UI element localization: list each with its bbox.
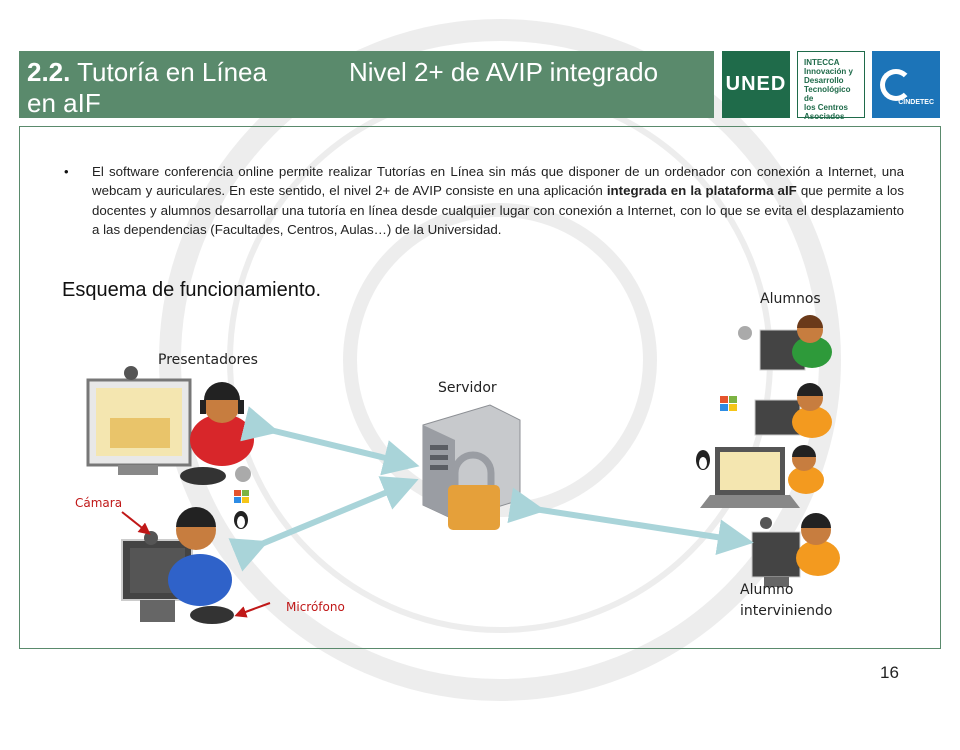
diagram-heading: Esquema de funcionamiento. <box>62 279 322 301</box>
linux-tux-icon <box>234 511 248 529</box>
presenter-1-avatar-icon <box>190 382 254 466</box>
label-servidor: Servidor <box>438 380 497 396</box>
page-title-line2: en aIF <box>27 88 101 118</box>
windows-logo-icon <box>234 490 249 503</box>
label-camara: Cámara <box>75 496 123 510</box>
windows-logo-icon <box>720 396 737 411</box>
arrow-presenter1-server <box>240 406 420 476</box>
content-box <box>19 126 941 649</box>
padlock-icon <box>448 451 500 530</box>
cindetec-ring-icon <box>880 69 912 101</box>
label-interviniendo: interviniendo <box>740 603 833 619</box>
label-microfono: Micrófono <box>286 600 345 614</box>
student-1-avatar-icon <box>759 315 832 371</box>
label-presentadores: Presentadores <box>158 352 258 368</box>
presenter-2-avatar-icon <box>168 507 232 606</box>
speakerphone-icon <box>180 467 226 485</box>
description-paragraph: El software conferencia online permite r… <box>92 164 904 238</box>
linux-tux-icon <box>696 450 710 470</box>
student-2-avatar-icon <box>754 383 832 438</box>
apple-logo-icon <box>738 326 752 340</box>
apple-logo-icon <box>235 466 251 482</box>
camara-callout-arrow <box>121 511 151 535</box>
uned-logo: UNED <box>722 51 790 118</box>
page-number: 16 <box>880 663 899 682</box>
label-alumnos: Alumnos <box>760 291 821 307</box>
presenter-monitor-icon <box>86 366 192 475</box>
cindetec-logo: CINDETEC <box>872 51 940 118</box>
student-3-laptop-icon <box>700 445 824 508</box>
student-4-avatar-icon <box>751 513 840 587</box>
label-alumno: Alumno <box>740 582 794 598</box>
arrow-server-student <box>507 487 754 556</box>
diagram-graphics <box>86 315 840 624</box>
bullet: • <box>64 164 69 179</box>
arrow-presenter2-server <box>228 476 419 572</box>
title-bar: 2.2. Tutoría en Línea Nivel 2+ de AVIP i… <box>19 51 714 118</box>
page-title: 2.2. Tutoría en Línea <box>27 57 267 87</box>
page-subtitle: Nivel 2+ de AVIP integrado <box>349 57 659 87</box>
intecca-logo: INTECCA Innovación y Desarrollo Tecnológ… <box>797 51 865 121</box>
microphone-icon <box>190 606 234 624</box>
microfono-callout-arrow <box>234 602 271 618</box>
